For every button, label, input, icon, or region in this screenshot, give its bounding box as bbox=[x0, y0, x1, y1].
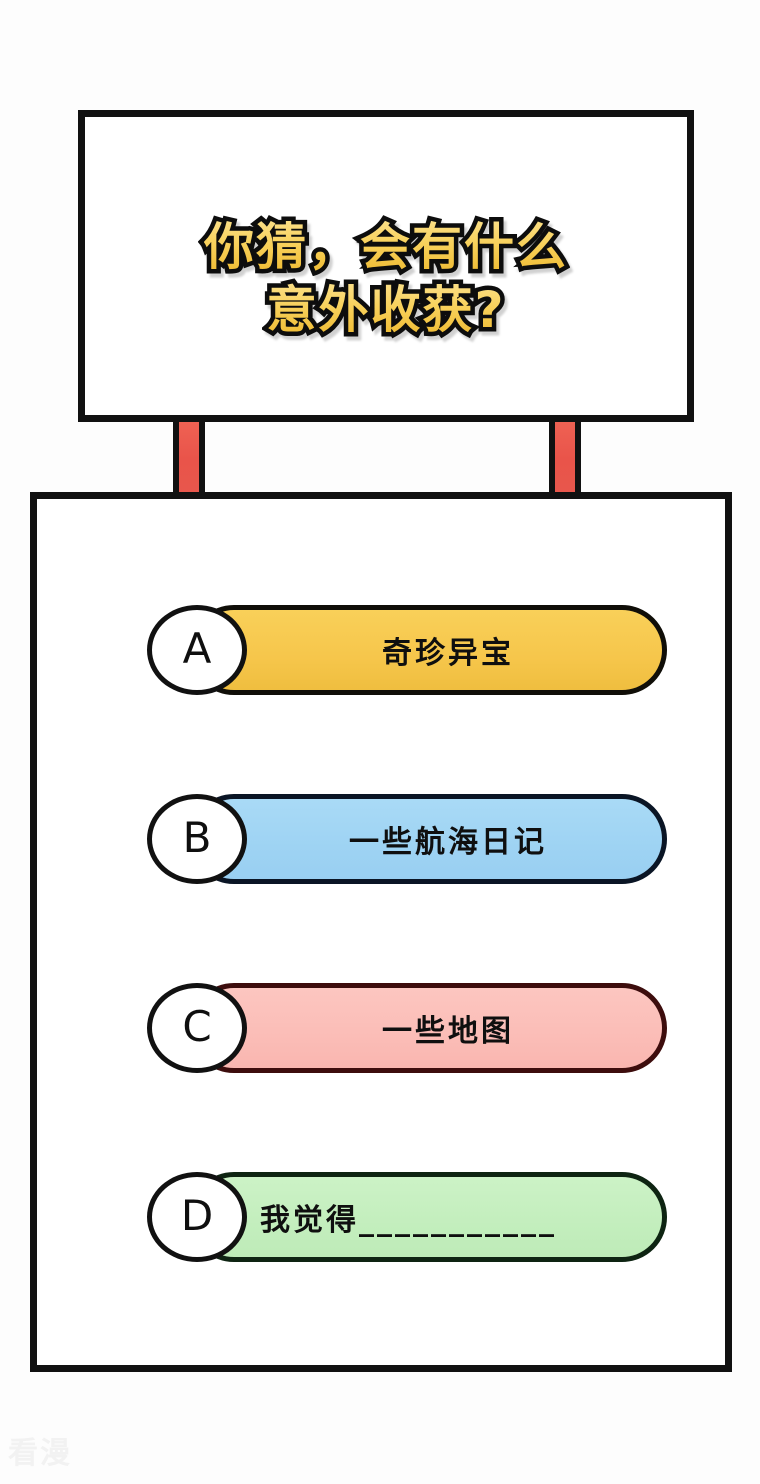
option-row-c[interactable]: 一些地图 C bbox=[37, 983, 725, 1073]
options-list: 奇珍异宝 A 一些航海日记 B 一些地图 C bbox=[37, 499, 725, 1365]
option-letter-b: B bbox=[182, 813, 212, 862]
question-signboard: 你猜，会有什么 你猜，会有什么 意外收获? 意外收获? bbox=[78, 110, 694, 422]
site-watermark: 看漫 bbox=[8, 1436, 72, 1471]
signboard-inner: 你猜，会有什么 你猜，会有什么 意外收获? 意外收获? bbox=[85, 117, 687, 415]
option-letter-c: C bbox=[182, 1002, 212, 1051]
option-row-a[interactable]: 奇珍异宝 A bbox=[37, 605, 725, 695]
option-bar-a[interactable]: 奇珍异宝 bbox=[189, 605, 667, 695]
option-label-b: 一些航海日记 bbox=[349, 825, 547, 860]
option-badge-c[interactable]: C bbox=[147, 983, 247, 1073]
option-badge-b[interactable]: B bbox=[147, 794, 247, 884]
question-title-line-1-text: 你猜，会有什么 bbox=[204, 218, 568, 276]
option-row-b[interactable]: 一些航海日记 B bbox=[37, 794, 725, 884]
question-title-line-1: 你猜，会有什么 你猜，会有什么 bbox=[200, 214, 571, 281]
option-badge-a[interactable]: A bbox=[147, 605, 247, 695]
option-letter-a: A bbox=[182, 624, 212, 673]
signboard-support-pillar-left bbox=[173, 415, 205, 495]
signboard-support-pillar-right bbox=[549, 415, 581, 495]
question-title-line-2-text: 意外收获? bbox=[266, 281, 506, 339]
option-label-a: 奇珍异宝 bbox=[382, 636, 514, 671]
option-letter-d: D bbox=[180, 1191, 214, 1240]
question-title-line-2: 意外收获? 意外收获? bbox=[262, 277, 508, 344]
option-bar-b[interactable]: 一些航海日记 bbox=[189, 794, 667, 884]
question-title-line-2-outline: 意外收获? bbox=[262, 277, 508, 344]
options-panel: 奇珍异宝 A 一些航海日记 B 一些地图 C bbox=[30, 492, 732, 1372]
option-row-d[interactable]: 我觉得___________ D bbox=[37, 1172, 725, 1262]
option-bar-c[interactable]: 一些地图 bbox=[189, 983, 667, 1073]
option-label-c: 一些地图 bbox=[382, 1014, 514, 1049]
option-label-d: 我觉得___________ bbox=[260, 1203, 557, 1238]
option-badge-d[interactable]: D bbox=[147, 1172, 247, 1262]
question-title-line-1-outline: 你猜，会有什么 bbox=[200, 214, 571, 281]
option-bar-d[interactable]: 我觉得___________ bbox=[189, 1172, 667, 1262]
